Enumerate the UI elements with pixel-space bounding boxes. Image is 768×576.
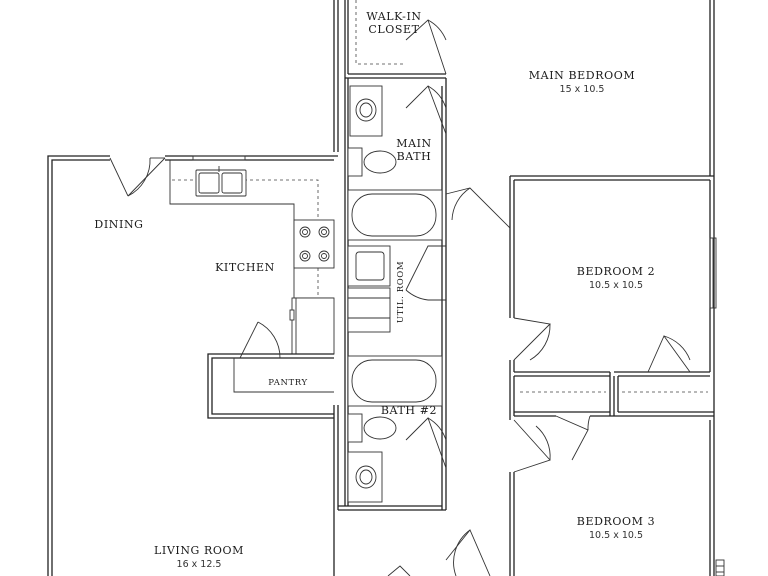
kitchen-cabinets — [169, 160, 335, 355]
bedroom-2-label: BEDROOM 2 — [577, 265, 655, 278]
pantry-walls — [207, 353, 334, 419]
doors — [109, 19, 691, 576]
bath-2-label: BATH #2 — [381, 404, 437, 417]
living-room-size: 16 x 12.5 — [177, 559, 222, 570]
walk-in-closet-label-1: WALK-IN — [366, 10, 421, 23]
main-bath-label-1: MAIN — [396, 137, 432, 150]
kitchen-label: KITCHEN — [215, 261, 275, 274]
bedroom-2-size: 10.5 x 10.5 — [589, 280, 643, 291]
bath-fixtures — [347, 85, 443, 503]
walk-in-closet-label-2: CLOSET — [368, 23, 419, 36]
closet-rods — [355, 0, 708, 393]
main-bedroom-size: 15 x 10.5 — [560, 84, 605, 95]
main-bedroom-label: MAIN BEDROOM — [529, 69, 635, 82]
bedroom-3-label: BEDROOM 3 — [577, 515, 655, 528]
bedroom-3-size: 10.5 x 10.5 — [589, 530, 643, 541]
living-room-label: LIVING ROOM — [154, 544, 244, 557]
dining-label: DINING — [94, 218, 143, 231]
pantry-label: PANTRY — [268, 378, 308, 388]
windows — [192, 155, 725, 576]
util-room-label: UTIL. ROOM — [396, 261, 406, 323]
main-bath-label-2: BATH — [397, 150, 432, 163]
